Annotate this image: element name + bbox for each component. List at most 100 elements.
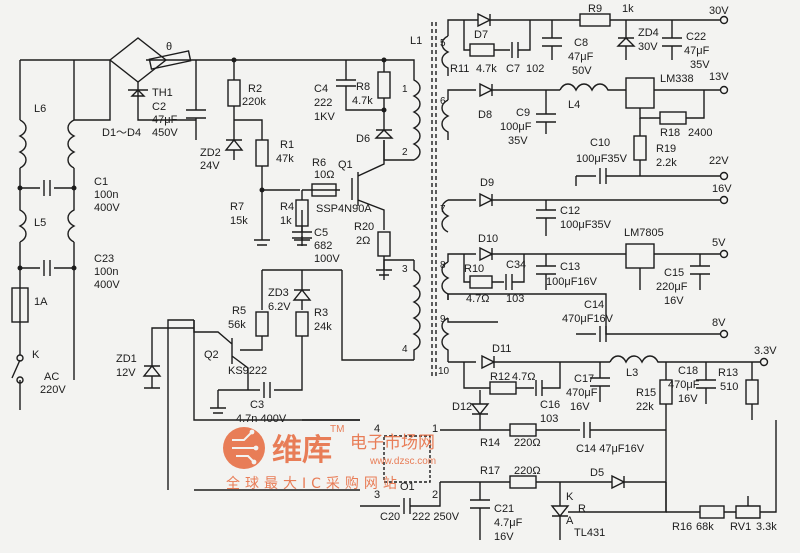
label-D5: D5 bbox=[590, 467, 604, 479]
label-C7-value: 102 bbox=[526, 63, 544, 75]
label-C13: C13 bbox=[560, 261, 580, 273]
output-13v-22v-16v: D8 C9 100μF 35V L4 LM338 13V R18 2400 R1… bbox=[447, 71, 732, 236]
label-C8-rating: 50V bbox=[572, 65, 592, 77]
label-C20-value: 222 250V bbox=[412, 511, 460, 523]
label-C34-value: 103 bbox=[506, 293, 524, 305]
label-Q1-part: SSP4N90A bbox=[316, 203, 372, 215]
label-D11: D11 bbox=[492, 343, 511, 355]
label-C23-value: 100n bbox=[94, 266, 118, 278]
label-pin6: 6 bbox=[440, 96, 446, 107]
label-C14-value: 470μF16V bbox=[562, 313, 614, 325]
label-R17: R17 bbox=[480, 465, 500, 477]
label-R3-value: 24k bbox=[314, 321, 332, 333]
label-C15-rating: 16V bbox=[664, 295, 684, 307]
label-Q1: Q1 bbox=[338, 159, 353, 171]
label-ZD2-value: 24V bbox=[200, 160, 220, 172]
label-C1-rating: 400V bbox=[94, 202, 120, 214]
label-C17-value: 470μF bbox=[566, 387, 598, 399]
label-C4-value: 222 bbox=[314, 97, 332, 109]
label-C8: C8 bbox=[574, 37, 588, 49]
label-C17-rating: 16V bbox=[570, 401, 590, 413]
label-R6-value: 10Ω bbox=[314, 169, 334, 181]
thermistor-theta: θ bbox=[166, 41, 172, 53]
label-C18-rating: 16V bbox=[678, 393, 698, 405]
output-30v: 30V D7 R11 4.7k C7 102 C8 47μF 50V R9 1k… bbox=[447, 3, 729, 77]
label-C9: C9 bbox=[516, 107, 530, 119]
label-tl431-k: K bbox=[566, 491, 574, 503]
label-L6: L6 bbox=[34, 103, 46, 115]
label-C8-value: 47μF bbox=[568, 51, 594, 63]
label-C16: C16 bbox=[540, 399, 560, 411]
label-C10: C10 bbox=[590, 137, 610, 149]
label-R8-value: 4.7k bbox=[352, 95, 373, 107]
label-RV1-value: 3.3k bbox=[756, 521, 777, 533]
label-C1: C1 bbox=[94, 176, 108, 188]
label-L4: L4 bbox=[568, 99, 580, 111]
label-LM7805: LM7805 bbox=[624, 227, 664, 239]
label-TH1: TH1 bbox=[152, 87, 173, 99]
label-R9-value: 1k bbox=[622, 3, 634, 15]
label-ZD4-value: 30V bbox=[638, 41, 658, 53]
label-C13-value: 100μF16V bbox=[546, 276, 598, 288]
output-5v-8v: D10 R10 4.7Ω C34 103 C13 100μF16V LM7805… bbox=[447, 227, 729, 342]
label-opto: O1 bbox=[400, 481, 415, 493]
label-opto-pin3: 3 bbox=[374, 489, 380, 501]
label-C5-rating: 100V bbox=[314, 253, 340, 265]
label-C20: C20 bbox=[380, 511, 400, 523]
label-C2-value: 47μF bbox=[152, 114, 178, 126]
output-13v-label: 13V bbox=[709, 71, 729, 83]
label-C23-rating: 400V bbox=[94, 279, 120, 291]
label-L3: L3 bbox=[626, 367, 638, 379]
label-C21-rating: 16V bbox=[494, 531, 514, 543]
label-C4-rating: 1KV bbox=[314, 111, 335, 123]
label-AC-voltage: 220V bbox=[40, 384, 66, 396]
output-8v-label: 8V bbox=[712, 317, 726, 329]
label-R10-value: 4.7Ω bbox=[466, 293, 490, 305]
label-C18: C18 bbox=[678, 365, 698, 377]
label-ZD3: ZD3 bbox=[268, 287, 289, 299]
label-R12-value: 4.7Ω bbox=[512, 371, 536, 383]
label-R10: R10 bbox=[464, 263, 484, 275]
label-R18: R18 bbox=[660, 127, 680, 139]
watermark-brand: 维库 bbox=[272, 433, 332, 468]
label-C23: C23 bbox=[94, 253, 114, 265]
watermark-site: 电子市场网 bbox=[350, 433, 435, 453]
label-RV1: RV1 bbox=[730, 521, 751, 533]
label-R13: R13 bbox=[718, 367, 738, 379]
label-R5: R5 bbox=[232, 305, 246, 317]
label-AC: AC bbox=[44, 371, 59, 383]
label-R17-value: 220Ω bbox=[514, 465, 541, 477]
label-opto-pin1: 1 bbox=[432, 423, 438, 435]
label-R15: R15 bbox=[636, 387, 656, 399]
label-opto-pin2: 2 bbox=[432, 489, 438, 501]
label-pin2: 2 bbox=[402, 147, 408, 158]
label-D1-D4: D1～D4 bbox=[102, 127, 141, 139]
feedback-network: D12 R14 220Ω C14 47μF16V R17 220Ω D5 K R… bbox=[360, 390, 777, 543]
label-ZD2: ZD2 bbox=[200, 147, 221, 159]
output-16v-label: 16V bbox=[712, 183, 732, 195]
label-R20: R20 bbox=[354, 221, 374, 233]
label-D9: D9 bbox=[480, 177, 494, 189]
label-pin9: 9 bbox=[440, 314, 446, 325]
label-C18-value: 470μF bbox=[668, 379, 700, 391]
output-30v-label: 30V bbox=[709, 5, 729, 17]
output-3v3-label: 3.3V bbox=[754, 345, 777, 357]
label-R19-value: 2.2k bbox=[656, 157, 677, 169]
label-ZD1-value: 12V bbox=[116, 367, 136, 379]
label-tl431-r: R bbox=[578, 503, 586, 515]
label-C16-value: 103 bbox=[540, 413, 558, 425]
label-C15-value: 220μF bbox=[656, 281, 688, 293]
label-pin4: 4 bbox=[402, 344, 408, 355]
output-5v-label: 5V bbox=[712, 237, 726, 249]
label-C12-value: 100μF35V bbox=[560, 219, 612, 231]
label-R4: R4 bbox=[280, 201, 294, 213]
label-R19: R19 bbox=[656, 143, 676, 155]
label-R14-value: 220Ω bbox=[514, 437, 541, 449]
label-R7: R7 bbox=[230, 201, 244, 213]
label-C4: C4 bbox=[314, 83, 328, 95]
label-R9: R9 bbox=[588, 3, 602, 15]
label-C14-bottom: C14 47μF16V bbox=[576, 443, 645, 455]
label-C9-value: 100μF bbox=[500, 121, 532, 133]
label-C22-rating: 35V bbox=[690, 59, 710, 71]
